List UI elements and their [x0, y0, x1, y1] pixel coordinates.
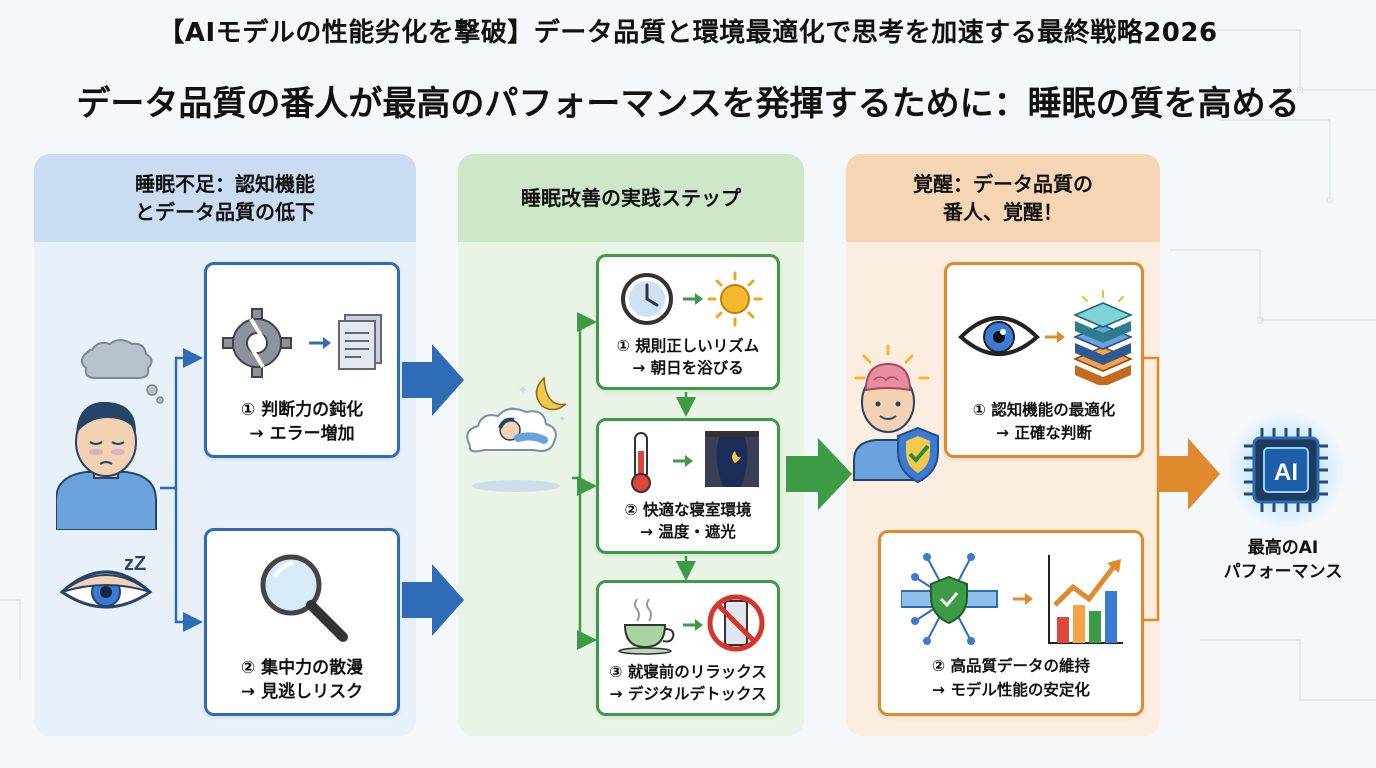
shield-check-icon: [897, 426, 939, 484]
branch-connector-blue: [160, 348, 203, 632]
card-line2: → モデル性能の安定化: [932, 681, 1090, 699]
card-line2: → デジタルデトックス: [609, 685, 767, 703]
broken-gear-icon: [222, 308, 292, 378]
final-outcome-label: 最高のAI パフォーマンス: [1200, 536, 1366, 584]
card-line1: ③ 就寝前のリラックス: [609, 663, 767, 681]
panel-sleep-improvement-heading: 睡眠改善の実践ステップ: [458, 154, 804, 242]
subtitle: データ品質の番人が最高のパフォーマンスを発揮するために：睡眠の質を高める: [76, 84, 1300, 124]
card-focus: ② 集中力の散漫 → 見逃しリスク: [204, 528, 400, 716]
bracket-connector-orange: [1144, 356, 1160, 622]
card-judgment: ① 判断力の鈍化 → エラー増加: [204, 262, 400, 458]
card-line1: ② 快適な寝室環境: [624, 501, 752, 519]
tired-person-icon: [56, 339, 164, 530]
thermometer-icon: [631, 432, 651, 493]
card-rhythm: ① 規則正しいリズム → 朝日を浴びる: [596, 254, 780, 390]
zz-text: zZ: [124, 553, 146, 575]
panel-heading: 睡眠改善の実践ステップ: [521, 186, 741, 210]
panel-heading-line1: 睡眠不足：認知機能: [135, 172, 315, 196]
card-relax: ③ 就寝前のリラックス → デジタルデトックス: [596, 580, 780, 716]
drowsy-eye-icon: zZ: [59, 553, 153, 609]
card-line2: → 正確な判断: [996, 424, 1092, 442]
big-arrow-orange: [1158, 438, 1220, 510]
svg-text:✦: ✦: [518, 383, 528, 397]
card-line1: ② 集中力の散漫: [240, 658, 364, 678]
card-line2: → 見逃しリスク: [240, 682, 364, 702]
panel-heading-line1: 覚醒：データ品質の: [913, 172, 1093, 196]
final-line2: パフォーマンス: [1223, 562, 1343, 582]
magnifier-icon: [260, 554, 348, 642]
card-line2: → 朝日を浴びる: [632, 359, 744, 377]
tea-cup-icon: [618, 598, 675, 655]
panel-awakening-heading: 覚醒：データ品質の 番人、覚醒！: [846, 154, 1160, 242]
curtain-window-icon: [705, 431, 759, 487]
ai-chip-icon: AI: [1226, 410, 1346, 530]
big-arrow-2: [402, 564, 464, 636]
clock-icon: [621, 273, 673, 325]
card-data-quality: ② 高品質データの維持 → モデル性能の安定化: [878, 530, 1144, 716]
card-line1: ① 認知機能の最適化: [972, 401, 1116, 419]
card-line2: → 温度・遮光: [640, 523, 736, 541]
panel-heading-line2: とデータ品質の低下: [135, 200, 315, 224]
card-line1: ① 規則正しいリズム: [616, 337, 760, 355]
card-line1: ① 判断力の鈍化: [240, 400, 364, 420]
svg-text:✦: ✦: [558, 414, 566, 425]
panel-sleep-deprivation-heading: 睡眠不足：認知機能 とデータ品質の低下: [34, 154, 416, 242]
eye-icon: [958, 316, 1040, 356]
main-title: 【AIモデルの性能劣化を撃破】データ品質と環境最適化で思考を加速する最終戦略20…: [158, 18, 1218, 48]
branch-connector-green: [572, 312, 696, 650]
data-layers-icon: [1073, 290, 1133, 385]
card-line2: → エラー増加: [249, 424, 355, 444]
data-shield-icon: [901, 553, 998, 645]
card-cognition: ① 認知機能の最適化 → 正確な判断: [944, 262, 1144, 458]
big-arrow-green: [786, 438, 852, 510]
chip-text: AI: [1274, 459, 1298, 486]
sun-icon: [707, 271, 763, 327]
document-icon: [338, 314, 382, 370]
final-line1: 最高のAI: [1247, 538, 1319, 558]
card-bedroom: ② 快適な寝室環境 → 温度・遮光: [596, 418, 780, 554]
big-arrow-1: [402, 344, 464, 416]
growth-chart-icon: [1048, 555, 1123, 644]
no-phone-icon: [707, 594, 765, 652]
awakened-person-icon: [853, 344, 939, 484]
panel-heading-line2: 番人、覚醒！: [943, 200, 1063, 224]
sleeping-person-icon: ✦ ✦: [466, 376, 567, 492]
card-line1: ② 高品質データの維持: [931, 657, 1091, 675]
